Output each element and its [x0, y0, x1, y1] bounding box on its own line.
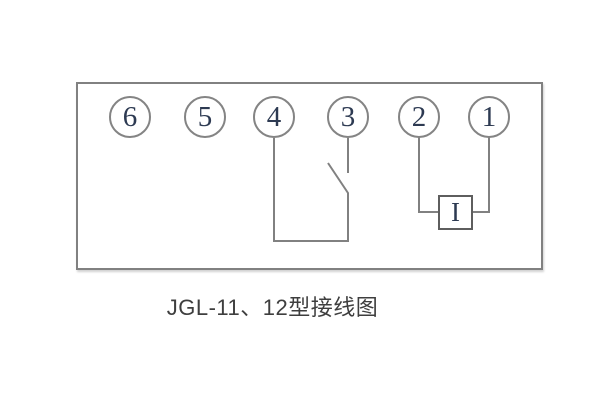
- current-element-label: I: [451, 197, 460, 227]
- relay-outline-box: [76, 82, 543, 270]
- terminal-number: 6: [122, 100, 138, 133]
- terminal-number: 3: [340, 100, 356, 133]
- wire-terminal4-to-switch: [273, 138, 349, 242]
- terminal-number: 4: [266, 100, 282, 133]
- terminal-number: 2: [411, 100, 427, 133]
- terminal-circle-2: 2: [398, 96, 440, 138]
- terminal-number: 5: [197, 100, 213, 133]
- terminal-circle-1: 1: [468, 96, 510, 138]
- current-element-box: I: [438, 195, 473, 230]
- terminal-circle-3: 3: [327, 96, 369, 138]
- wire-terminal1-to-coil: [472, 136, 490, 213]
- diagram-caption: JGL-11、12型接线图: [166, 295, 379, 320]
- terminal-number: 1: [481, 100, 497, 133]
- terminal-circle-6: 6: [109, 96, 151, 138]
- terminal-circle-4: 4: [253, 96, 295, 138]
- terminal-circle-5: 5: [184, 96, 226, 138]
- wire-terminal2-to-coil: [418, 136, 440, 213]
